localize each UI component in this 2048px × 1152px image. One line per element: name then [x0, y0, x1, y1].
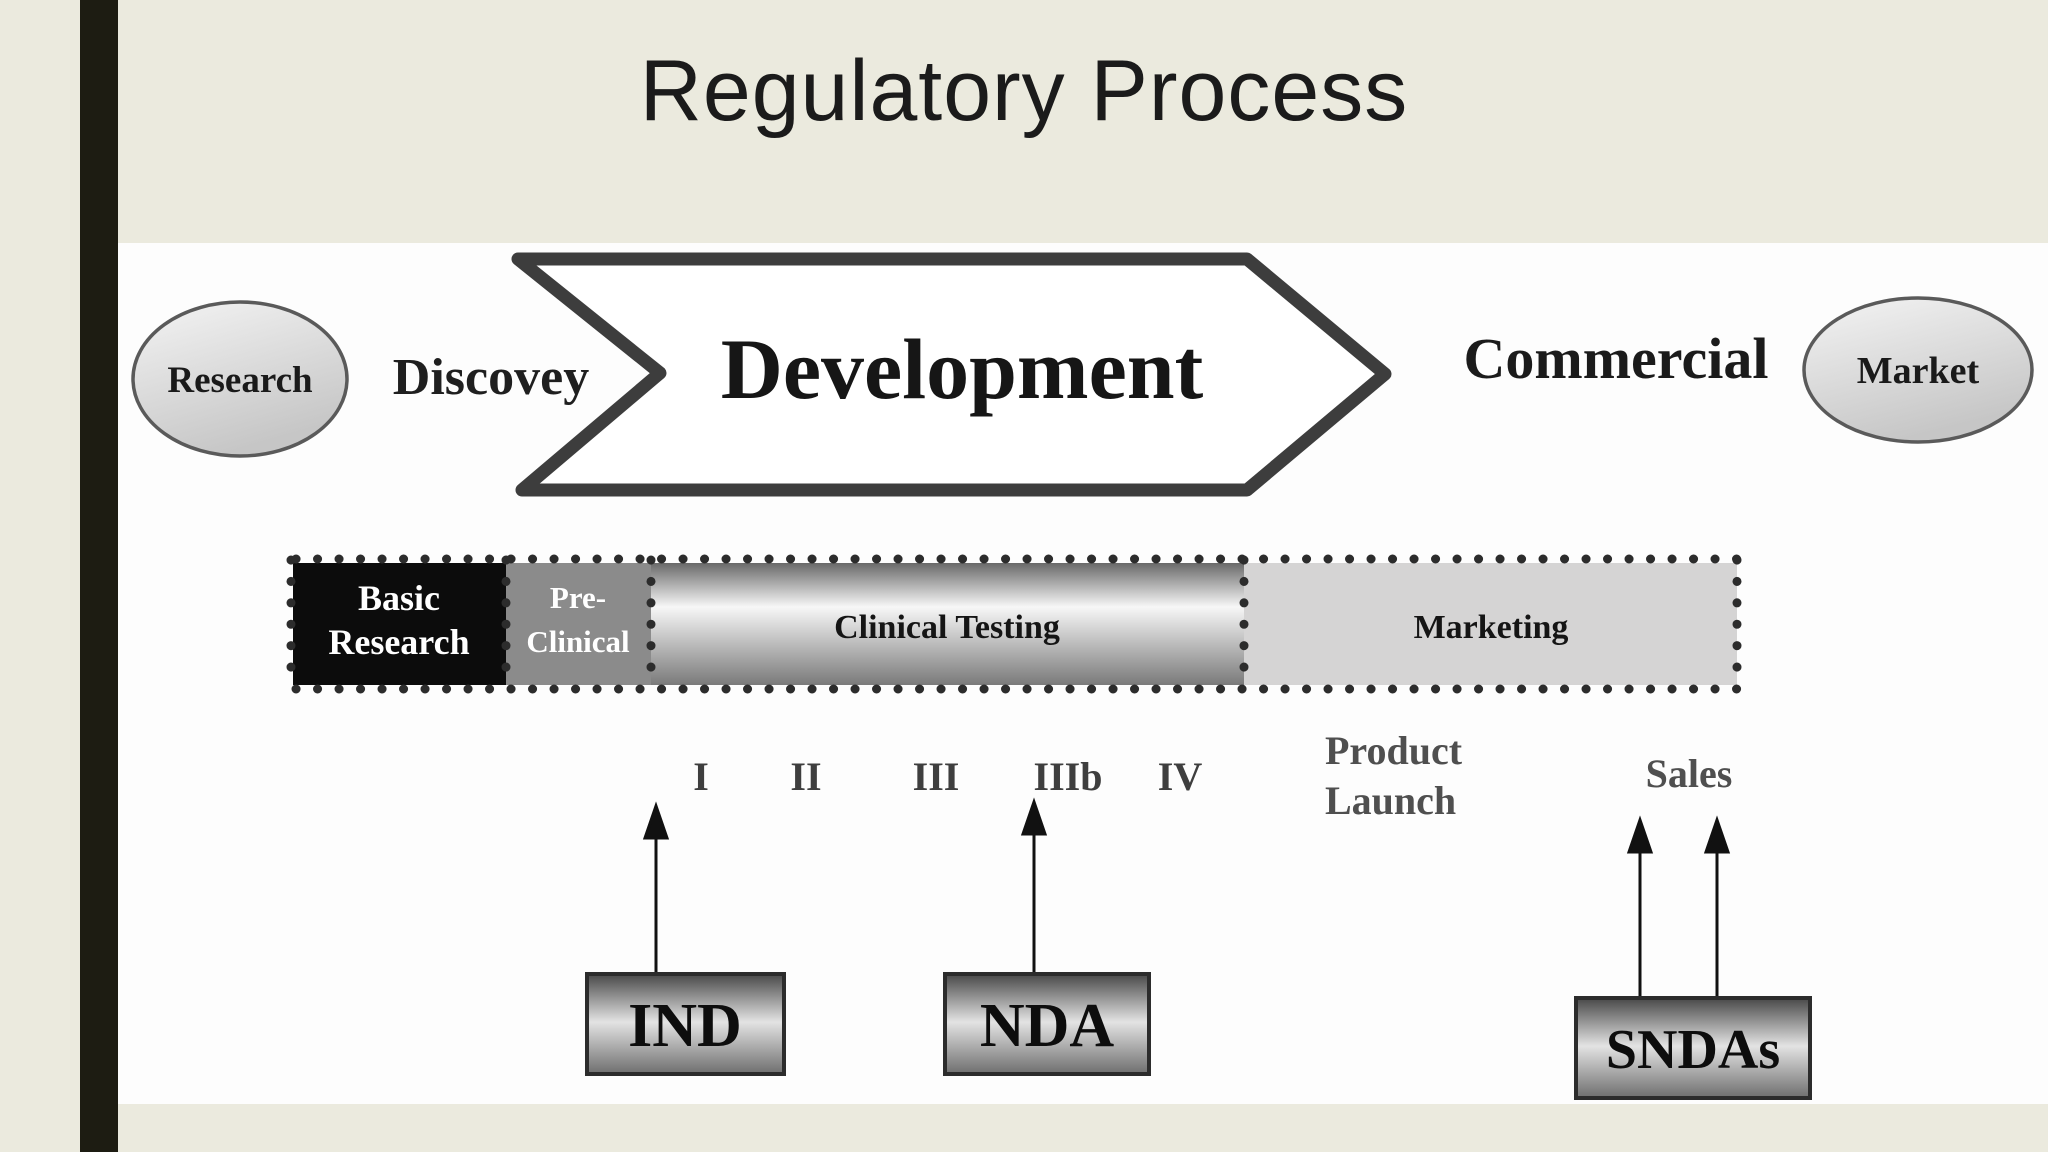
- research-ellipse: [131, 300, 349, 458]
- sndas-box-label: SNDAs: [1606, 1019, 1780, 1081]
- nda-box-label: NDA: [980, 992, 1115, 1060]
- sales-label: Sales: [1646, 751, 1733, 796]
- accent-bar: [80, 0, 118, 1152]
- diagram-panel: Research Discovey Development Commercial…: [118, 243, 2048, 1104]
- clinical-phase-numerals: I II III IIIb IV: [693, 754, 1202, 799]
- product-launch-label-line2: Launch: [1325, 778, 1456, 823]
- phase-IV: IV: [1158, 754, 1203, 799]
- basic-research-segment: [293, 563, 506, 685]
- basic-research-label-line2: Research: [328, 622, 469, 662]
- preclinical-segment: [506, 563, 651, 685]
- phase-IIIb: IIIb: [1034, 754, 1103, 799]
- basic-research-label-line1: Basic: [358, 578, 440, 618]
- clinical-testing-label: Clinical Testing: [834, 609, 1060, 646]
- marketing-label: Marketing: [1414, 609, 1569, 646]
- commercial-label: Commercial: [1464, 326, 1769, 391]
- ind-box-label: IND: [628, 992, 742, 1060]
- development-arrow: [511, 252, 1392, 497]
- phase-I: I: [693, 754, 709, 799]
- snda-arrowhead-2: [1703, 815, 1731, 854]
- regulatory-process-diagram: Research Discovey Development Commercial…: [131, 252, 2034, 1100]
- marketing-segment: [1244, 563, 1737, 685]
- discovery-label: Discovey: [393, 349, 589, 406]
- snda-arrowhead-1: [1626, 815, 1654, 854]
- sndas-box: [1574, 996, 1812, 1100]
- ind-box: [585, 972, 786, 1076]
- market-label: Market: [1857, 350, 1980, 392]
- submission-arrows: [642, 797, 1731, 997]
- phase-III: III: [913, 754, 960, 799]
- slide-title: Regulatory Process: [639, 43, 1409, 139]
- ind-arrowhead: [642, 801, 670, 840]
- research-label: Research: [167, 360, 313, 401]
- product-launch-label-line1: Product: [1325, 728, 1463, 773]
- preclinical-label-line1: Pre-: [550, 580, 606, 615]
- market-ellipse: [1802, 296, 2034, 444]
- preclinical-label-line2: Clinical: [526, 624, 630, 659]
- phase-bar-dotted-border: [286, 554, 1742, 694]
- nda-arrowhead: [1020, 797, 1048, 836]
- development-label: Development: [721, 321, 1204, 417]
- clinical-testing-segment: [651, 563, 1244, 685]
- phase-II: II: [790, 754, 821, 799]
- nda-box: [943, 972, 1151, 1076]
